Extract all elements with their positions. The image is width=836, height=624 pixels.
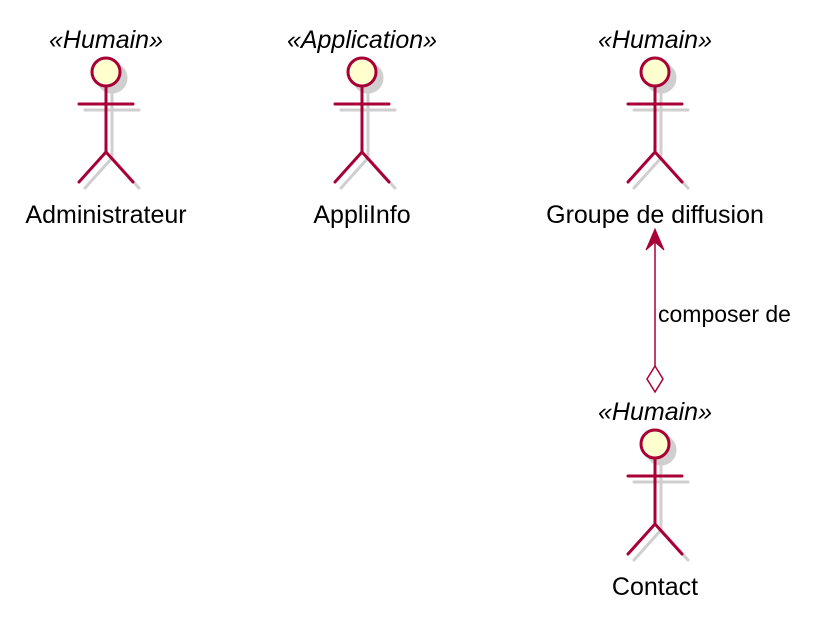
- relationship-label: composer de: [658, 301, 791, 327]
- actor-name: AppliInfo: [313, 201, 410, 229]
- aggregation-diamond-icon: [646, 364, 664, 394]
- actor-figure: [77, 56, 135, 184]
- arrow-head-icon: [645, 227, 665, 251]
- actor-figure: [626, 56, 684, 184]
- actor-stereotype: «Humain»: [49, 26, 163, 54]
- actor-appliinfo[interactable]: «Application» AppliInfo: [287, 26, 437, 229]
- actor-groupe-de-diffusion[interactable]: «Humain» Groupe de diffusion: [546, 26, 764, 229]
- actor-stereotype: «Humain»: [598, 26, 712, 54]
- actor-head: [90, 56, 122, 88]
- actor-figure: [626, 428, 684, 556]
- actor-stereotype: «Humain»: [598, 398, 712, 426]
- relationship-aggregation[interactable]: composer de: [645, 227, 791, 394]
- actor-name: Groupe de diffusion: [546, 201, 764, 229]
- actor-figure: [333, 56, 391, 184]
- actor-contact[interactable]: «Humain» Contact: [598, 398, 712, 601]
- actor-stereotype: «Application»: [287, 26, 437, 54]
- actor-head: [639, 428, 671, 460]
- actor-administrateur[interactable]: «Humain» Administrateur: [25, 26, 186, 229]
- actor-head: [346, 56, 378, 88]
- actor-head: [639, 56, 671, 88]
- actor-name: Administrateur: [25, 201, 186, 229]
- actor-name: Contact: [612, 573, 698, 601]
